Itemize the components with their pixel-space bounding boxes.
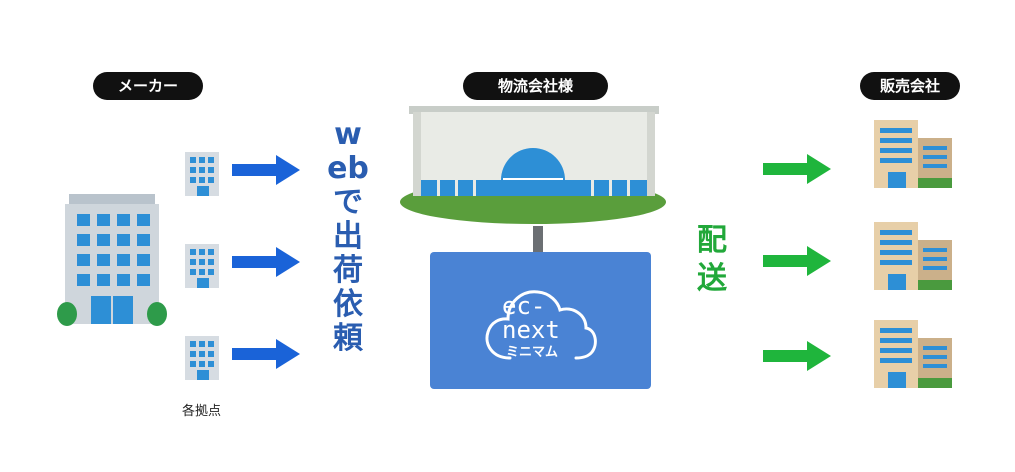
branch-building-icon (185, 244, 219, 288)
sales-building-icon (874, 320, 952, 388)
arrow-right-icon (763, 246, 831, 276)
branch-building-icon (185, 336, 219, 380)
maker-building-icon (57, 194, 167, 326)
arrow-right-icon (232, 339, 300, 369)
arrow-right-icon (763, 341, 831, 371)
delivery-text: 配送 (697, 223, 727, 296)
arrow-right-icon (763, 154, 831, 184)
ec-next-box: ec- next ミニマム (430, 252, 651, 389)
connector-pole (533, 226, 543, 254)
branches-caption: 各拠点 (182, 404, 222, 419)
arrow-right-icon (232, 247, 300, 277)
maker-label: メーカー (93, 72, 203, 100)
logo-line-2: next (502, 316, 560, 344)
sales-building-icon (874, 222, 952, 290)
cloud-icon (485, 290, 597, 360)
logo-line-1: ec- (502, 292, 546, 320)
sales-building-icon (874, 120, 952, 188)
branch-building-icon (185, 152, 219, 196)
arrow-right-icon (232, 155, 300, 185)
sales-label: 販売会社 (860, 72, 960, 100)
web-request-text: webで出荷依頼 (327, 117, 369, 356)
warehouse-icon (400, 106, 666, 224)
logo-line-3: ミニマム (506, 345, 559, 360)
logistics-label: 物流会社様 (463, 72, 608, 100)
